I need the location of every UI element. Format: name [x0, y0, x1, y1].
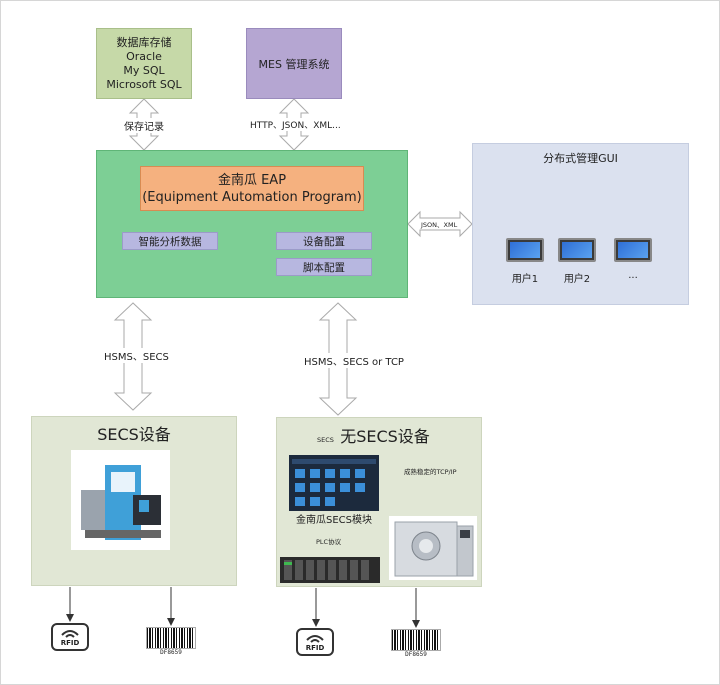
- secs-device-title: SECS设备: [97, 425, 171, 444]
- secs-inner-label: SECS: [317, 436, 334, 444]
- monitor-icon: [506, 238, 544, 262]
- script-config-button[interactable]: 脚本配置: [276, 258, 372, 276]
- mes-title: MES 管理系统: [258, 57, 330, 71]
- user-monitor[interactable]: [558, 238, 596, 262]
- barcode-icon: [391, 629, 441, 651]
- rfid-icon: RFID: [296, 628, 334, 656]
- user-monitor[interactable]: [506, 238, 544, 262]
- user-label: 用户2: [563, 274, 591, 285]
- database-item: Oracle: [126, 49, 162, 63]
- nosecs-link-label: HSMS、SECS or TCP: [304, 353, 404, 368]
- device-config-button[interactable]: 设备配置: [276, 232, 372, 250]
- barcode: DF8659: [391, 629, 441, 658]
- barcode-text: DF8659: [160, 649, 182, 656]
- module-label: 金南瓜SECS模块: [296, 515, 372, 526]
- wifi-icon: [61, 630, 79, 638]
- monitor-icon: [614, 238, 652, 262]
- gui-link-label: JSON、XML: [421, 219, 458, 229]
- barcode-icon: [146, 627, 196, 649]
- secs-link-label: HSMS、SECS: [104, 348, 169, 363]
- wifi-icon: [306, 635, 324, 643]
- mes-link-label: HTTP、JSON、XML...: [250, 118, 341, 131]
- user-monitor[interactable]: [614, 238, 652, 262]
- rfid-icon: RFID: [51, 623, 89, 651]
- secs-device-box: [31, 416, 237, 586]
- eap-title-box: 金南瓜 EAP (Equipment Automation Program): [140, 166, 364, 211]
- eap-title: 金南瓜 EAP: [217, 172, 287, 188]
- gui-box: [472, 143, 689, 305]
- eap-subtitle: (Equipment Automation Program): [142, 189, 362, 205]
- analysis-data-button[interactable]: 智能分析数据: [122, 232, 218, 250]
- database-item: My SQL: [123, 63, 165, 77]
- monitor-icon: [558, 238, 596, 262]
- secs-module-screen: [289, 455, 379, 511]
- rfid-label: RFID: [60, 639, 80, 647]
- mes-box: MES 管理系统: [246, 28, 342, 99]
- user-label: ...: [628, 270, 638, 281]
- rfid-label: RFID: [305, 644, 325, 652]
- user-label: 用户1: [511, 274, 539, 285]
- plc-label: PLC协议: [316, 536, 342, 546]
- barcode: DF8659: [146, 627, 196, 656]
- tcp-label: 成熟稳定的TCP/IP: [404, 466, 457, 476]
- plc-rack-image: [280, 557, 380, 583]
- database-box: 数据库存储 Oracle My SQL Microsoft SQL: [96, 28, 192, 99]
- database-link-label: 保存记录: [124, 118, 164, 133]
- secs-equipment-image: [71, 450, 170, 550]
- database-item: Microsoft SQL: [106, 77, 182, 91]
- barcode-text: DF8659: [405, 651, 427, 658]
- nosecs-equipment-image: [389, 516, 477, 580]
- gui-title: 分布式管理GUI: [543, 152, 618, 165]
- database-title: 数据库存储: [116, 35, 172, 49]
- nosecs-device-title: 无SECS设备: [340, 427, 430, 446]
